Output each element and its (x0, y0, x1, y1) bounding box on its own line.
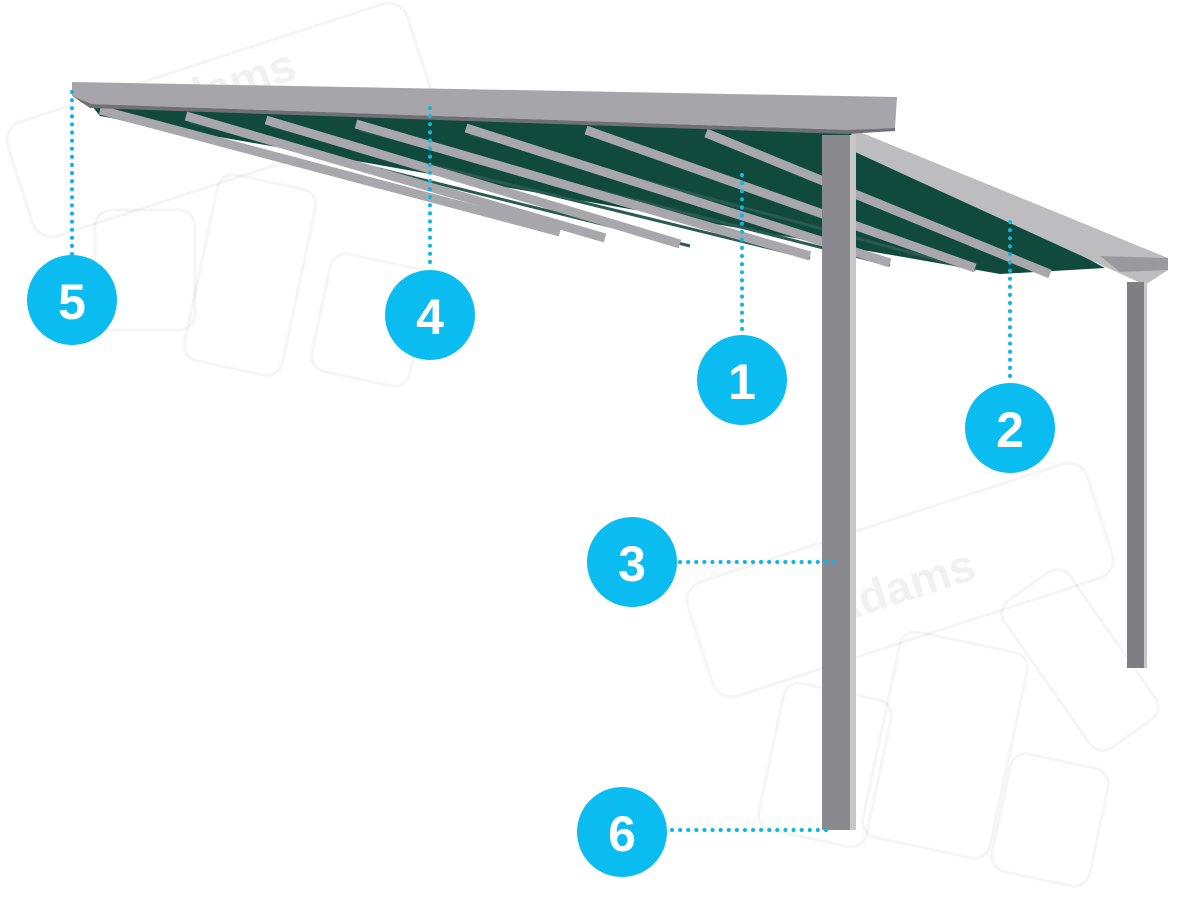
rear-post-highlight (1144, 282, 1147, 668)
rafters (98, 105, 1052, 279)
callout-3: 3 (587, 517, 677, 607)
callout-label: 6 (608, 806, 636, 862)
front-post-highlight (850, 135, 856, 830)
leader-lines (70, 90, 1012, 832)
callout-5: 5 (27, 255, 117, 345)
callout-2: 2 (965, 383, 1055, 473)
callout-label: 2 (996, 402, 1024, 458)
callout-label: 1 (728, 354, 756, 410)
rear-post (1127, 282, 1147, 668)
front-fascia-beam (72, 82, 897, 130)
side-beam (850, 128, 1168, 285)
side-beam-face (1100, 256, 1168, 272)
callout-1: 1 (697, 335, 787, 425)
callout-6: 6 (577, 787, 667, 877)
callout-label: 4 (416, 289, 444, 345)
callout-label: 5 (58, 274, 86, 330)
callout-label: 3 (618, 536, 646, 592)
front-fascia-shade (72, 96, 895, 134)
callout-4: 4 (385, 270, 475, 360)
